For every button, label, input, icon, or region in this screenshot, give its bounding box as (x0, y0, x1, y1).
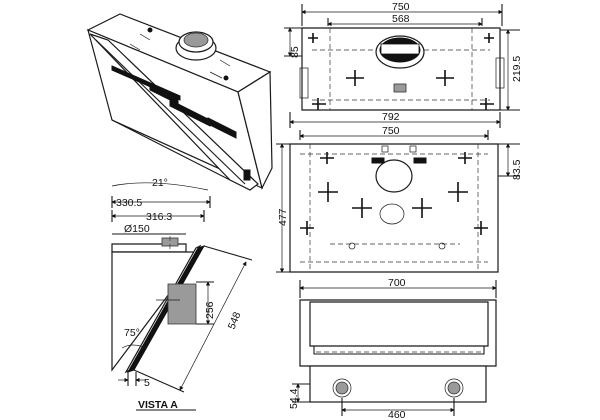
plan-inner-width-label: 750 (382, 125, 400, 137)
view-label: VISTA A (138, 399, 178, 411)
side-view: 21° 330.5 316.3 Ø150 548 256 75° 5 VISTA… (111, 177, 253, 411)
top-view: 750 568 85 219.5 (284, 1, 523, 111)
bottom-view: 700 54.4 460 (288, 277, 497, 420)
diameter-label: Ø150 (124, 223, 150, 235)
top-width-label: 750 (392, 1, 410, 13)
angle-bottom-label: 75° (124, 327, 140, 339)
dim-548-label: 548 (226, 310, 244, 331)
plan-view: 792 750 477 83.5 (276, 111, 523, 273)
top-height-right-label: 219.5 (511, 56, 523, 82)
top-inner-width-label: 568 (392, 13, 410, 25)
angle-top-label: 21° (152, 177, 168, 189)
bottom-height-label: 54.4 (288, 388, 300, 409)
top-height-left-label: 85 (289, 46, 301, 58)
dim-5-label: 5 (144, 377, 150, 389)
bottom-spacing-label: 460 (388, 409, 406, 420)
plan-outer-width-label: 792 (382, 111, 400, 123)
bottom-width-label: 700 (388, 277, 406, 289)
dim-b-label: 316.3 (146, 211, 172, 223)
dim-256-label: 256 (204, 301, 216, 319)
plan-depth-label: 477 (277, 208, 289, 226)
plan-offset-label: 83.5 (511, 159, 523, 180)
isometric-view (86, 13, 273, 191)
dim-a-label: 330.5 (116, 197, 142, 209)
